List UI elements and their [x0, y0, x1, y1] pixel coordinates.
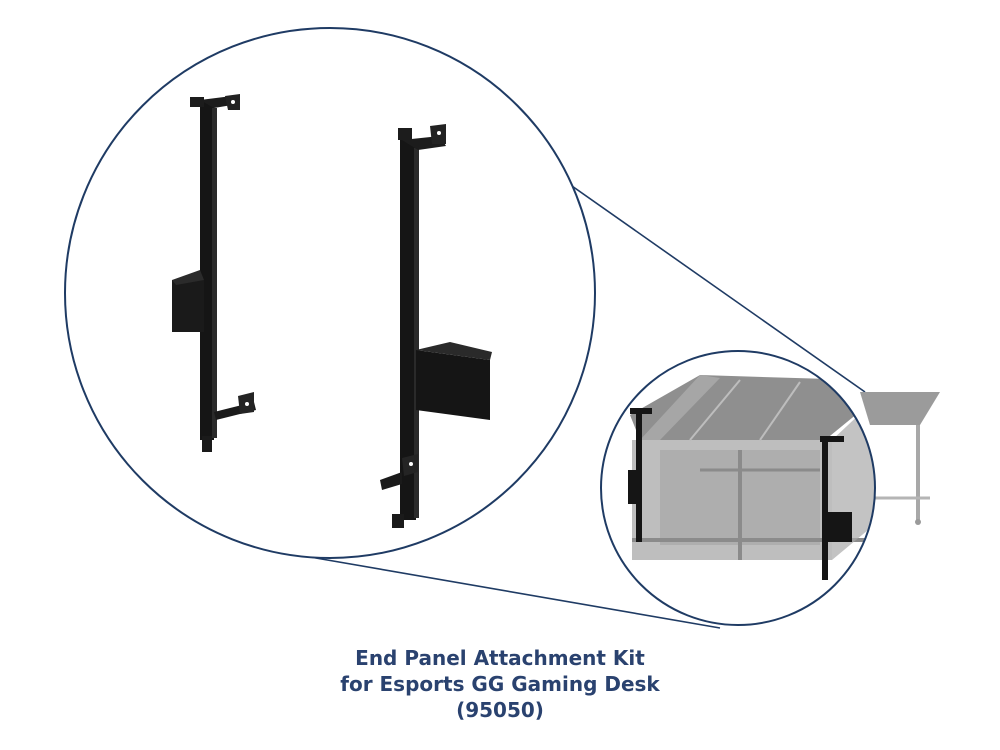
right-bracket-image — [380, 124, 492, 528]
zoom-source-circle — [600, 350, 876, 626]
left-bracket-image — [172, 94, 256, 452]
product-caption: End Panel Attachment Kit for Esports GG … — [0, 645, 1000, 723]
lower-connector-line — [309, 556, 721, 629]
desk-outer-parts — [860, 392, 940, 525]
gaming-desk-image — [628, 375, 875, 580]
caption-line-3: (95050) — [456, 698, 544, 722]
caption-line-1: End Panel Attachment Kit — [355, 646, 645, 670]
caption-line-2: for Esports GG Gaming Desk — [340, 672, 660, 696]
desk-circle — [600, 350, 876, 626]
magnified-circle — [64, 27, 596, 559]
